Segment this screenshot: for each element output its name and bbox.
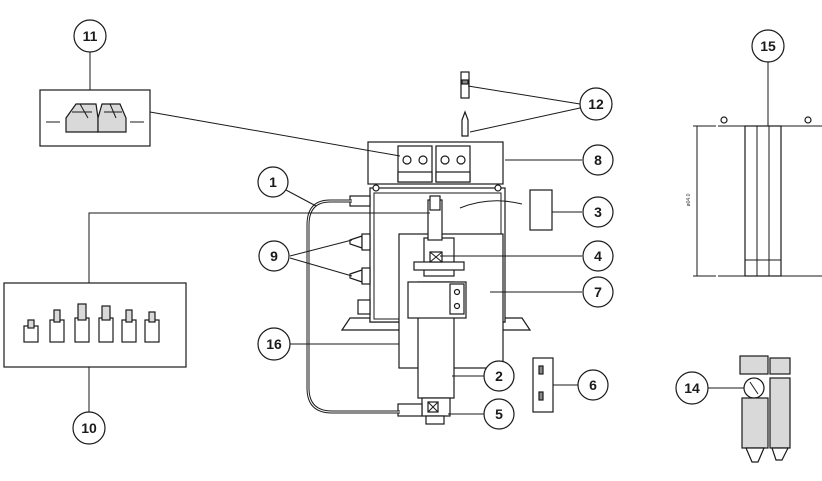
svg-text:16: 16 (266, 336, 282, 352)
callout-14: 14 (675, 371, 709, 405)
clamp-screw-4 (456, 155, 466, 165)
svg-text:1: 1 (269, 174, 277, 190)
corner-bolt-tl (372, 184, 380, 192)
swing-arc (459, 200, 523, 209)
svg-text:8: 8 (594, 152, 602, 168)
cylinder-screw-2 (453, 302, 461, 310)
callout-6: 6 (577, 369, 609, 401)
clamp-screw-1 (402, 155, 412, 165)
svg-text:15: 15 (760, 38, 776, 54)
side-fitting-top (349, 195, 371, 207)
clamp-foot-left (397, 171, 433, 183)
valve-nozzle (429, 195, 441, 211)
callout-7: 7 (582, 276, 614, 308)
callout-5: 5 (483, 398, 515, 430)
svg-text:10: 10 (81, 420, 97, 436)
svg-text:12: 12 (588, 96, 604, 112)
callout-4: 4 (582, 240, 614, 272)
svg-text:2: 2 (495, 368, 503, 384)
cylinder-side-plate (449, 283, 465, 315)
callout-3: 3 (582, 196, 614, 228)
svg-text:9: 9 (270, 248, 278, 264)
clamp-screw-2 (418, 155, 428, 165)
part-3-block (529, 189, 553, 231)
callout-9: 9 (258, 240, 290, 272)
leader-lines (88, 52, 769, 415)
side-fitting-bottom (357, 299, 371, 315)
filter-regulator-14 (739, 355, 791, 463)
part-12-items (460, 71, 470, 137)
stand-15: ø04.0 (686, 116, 822, 277)
clamp-screw-3 (440, 155, 450, 165)
side-fitting-upper-body (361, 233, 371, 251)
callout-8: 8 (582, 144, 614, 176)
callout-16: 16 (257, 327, 291, 361)
callout-1: 1 (257, 166, 289, 198)
stand-dimension-label: ø04.0 (686, 193, 692, 206)
svg-text:7: 7 (594, 284, 602, 300)
nozzle-set (23, 303, 160, 343)
hose-1-inner (307, 200, 400, 413)
callout-2: 2 (483, 360, 515, 392)
svg-text:5: 5 (495, 406, 503, 422)
svg-text:4: 4 (594, 248, 602, 264)
side-fitting-upper (349, 235, 363, 249)
svg-text:14: 14 (684, 380, 700, 396)
callout-15: 15 (751, 29, 785, 63)
callout-10: 10 (72, 411, 106, 445)
fitting-elbow (397, 403, 423, 417)
fitting-cross (427, 401, 439, 413)
part-6-strip (532, 357, 554, 413)
callout-12: 12 (579, 87, 613, 121)
clamp-foot-right (435, 171, 471, 183)
svg-text:6: 6 (589, 377, 597, 393)
valve-collar (413, 261, 465, 271)
corner-bolt-tr (494, 184, 502, 192)
part-11-inset (39, 89, 151, 147)
part-10-inset (3, 282, 187, 368)
callout-11: 11 (73, 19, 107, 53)
cylinder-screw-1 (453, 288, 461, 296)
side-fitting-lower-body (361, 267, 371, 285)
fitting-tail (425, 415, 445, 425)
svg-text:11: 11 (83, 28, 98, 44)
valve-cross (429, 251, 443, 263)
svg-text:3: 3 (594, 204, 602, 220)
